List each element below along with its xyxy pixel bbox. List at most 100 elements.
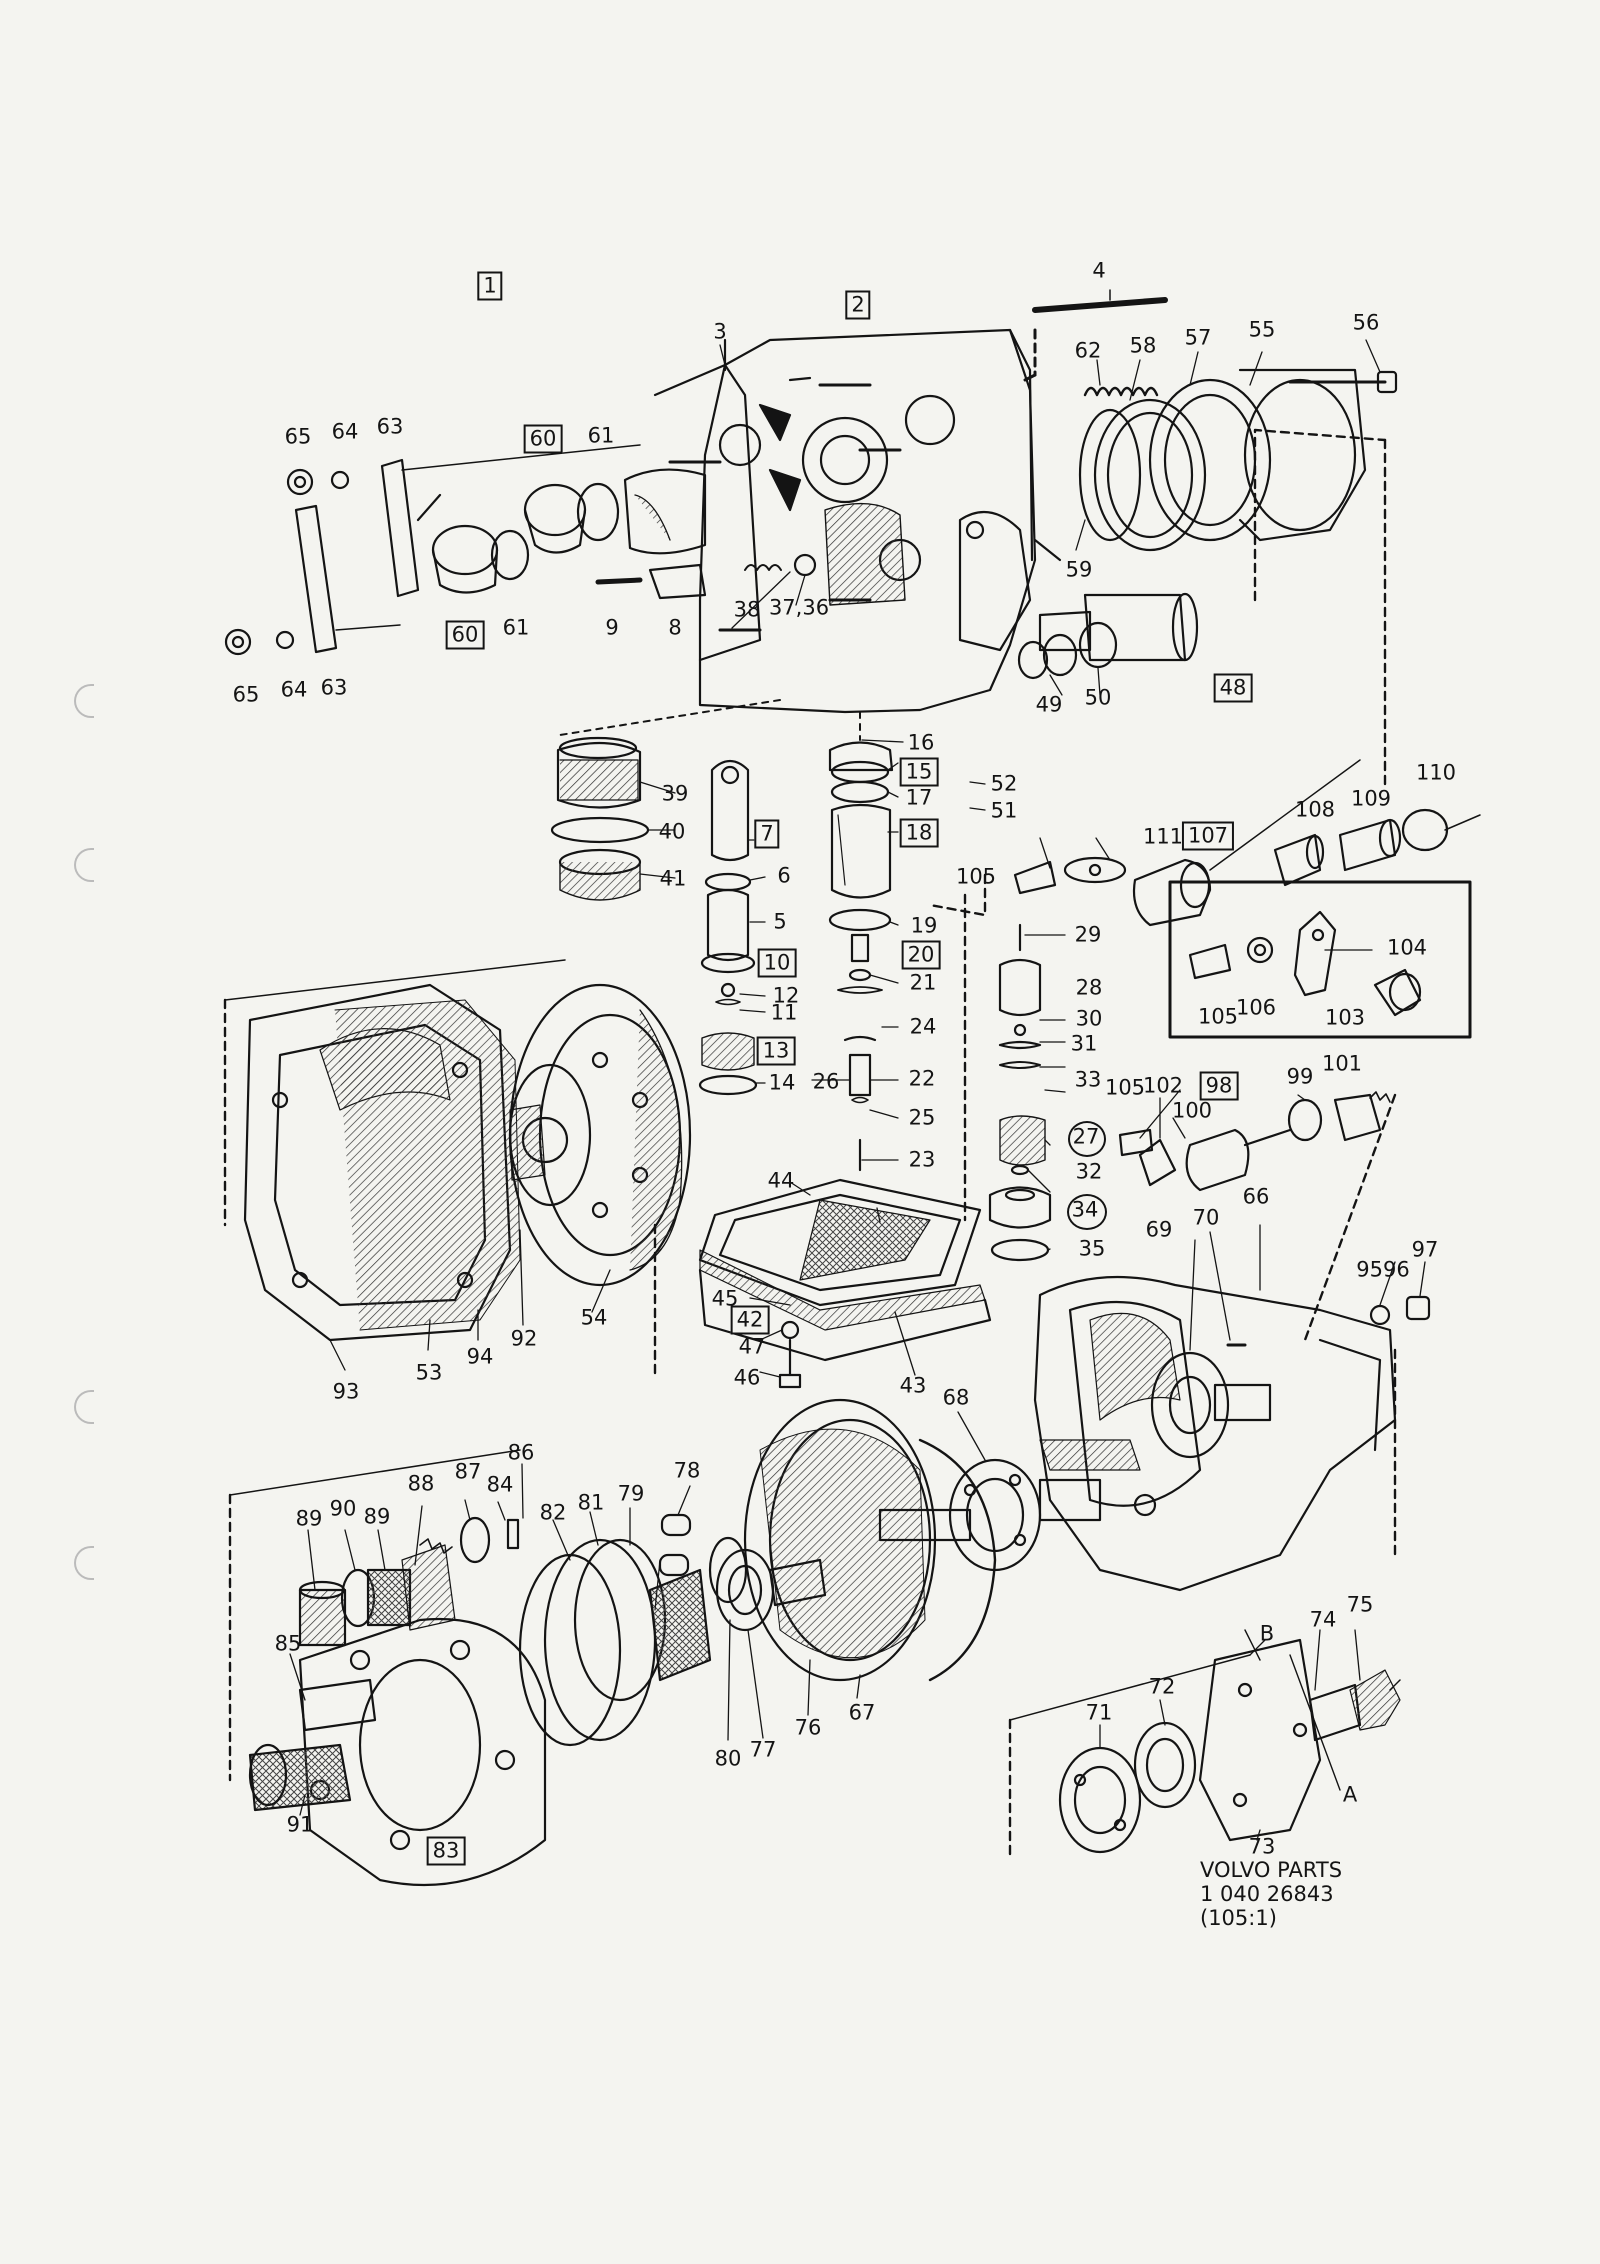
callout-40: 40: [658, 819, 686, 844]
callout-56: 56: [1352, 310, 1380, 335]
callout-12: 12: [772, 983, 800, 1008]
callout-105: 105: [1197, 1004, 1239, 1029]
callout-44: 44: [767, 1168, 795, 1193]
callout-94: 94: [466, 1344, 494, 1369]
callout-43: 43: [899, 1373, 927, 1398]
callout-18: 18: [899, 818, 939, 848]
callout-22: 22: [908, 1066, 936, 1091]
callout-99: 99: [1286, 1064, 1314, 1089]
callout-75: 75: [1346, 1592, 1374, 1617]
callout-63: 63: [376, 414, 404, 439]
callout-14: 14: [768, 1070, 796, 1095]
callout-15: 15: [899, 757, 939, 787]
callout-63: 63: [320, 675, 348, 700]
callout-98: 98: [1199, 1071, 1239, 1101]
callout-61: 61: [587, 423, 615, 448]
callout-60: 60: [523, 424, 563, 454]
callout-86: 86: [507, 1440, 535, 1465]
callout-31: 31: [1070, 1031, 1098, 1056]
callout-67: 67: [848, 1700, 876, 1725]
callout-89: 89: [295, 1506, 323, 1531]
callout-65: 65: [232, 682, 260, 707]
callout-60: 60: [445, 620, 485, 650]
callout-69: 69: [1145, 1217, 1173, 1242]
callout-87: 87: [454, 1459, 482, 1484]
callout-90: 90: [329, 1496, 357, 1521]
callout-103: 103: [1324, 1005, 1366, 1030]
callout-32: 32: [1075, 1159, 1103, 1184]
callout-50: 50: [1084, 685, 1112, 710]
callout-65: 65: [284, 424, 312, 449]
callout-19: 19: [910, 913, 938, 938]
callout-97: 97: [1411, 1237, 1439, 1262]
callout-80: 80: [714, 1746, 742, 1771]
parts-reference-block: VOLVO PARTS 1 040 26843 (105:1): [1200, 1858, 1342, 1930]
callout-B: B: [1259, 1621, 1275, 1646]
callout-38: 38: [733, 597, 761, 622]
callout-30: 30: [1075, 1006, 1103, 1031]
callout-42: 42: [730, 1305, 770, 1335]
callout-66: 66: [1242, 1184, 1270, 1209]
callout-106: 106: [1235, 995, 1277, 1020]
callout-29: 29: [1074, 922, 1102, 947]
callout-13: 13: [756, 1036, 796, 1066]
main-housing: [653, 328, 1062, 714]
callout-105: 105: [955, 864, 997, 889]
callout-58: 58: [1129, 333, 1157, 358]
callout-76: 76: [794, 1715, 822, 1740]
callout-91: 91: [286, 1812, 314, 1837]
reference-line-section: (105:1): [1200, 1906, 1277, 1930]
callout-104: 104: [1386, 935, 1428, 960]
reference-line-brand: VOLVO PARTS: [1200, 1858, 1343, 1882]
callout-85: 85: [274, 1631, 302, 1656]
callout-62: 62: [1074, 338, 1102, 363]
callout-78: 78: [673, 1458, 701, 1483]
callout-10: 10: [757, 948, 797, 978]
callout-8: 8: [668, 615, 682, 640]
callout-81: 81: [577, 1490, 605, 1515]
callout-53: 53: [415, 1360, 443, 1385]
reference-line-number: 1 040 26843: [1200, 1882, 1334, 1906]
callout-20: 20: [901, 940, 941, 970]
callout-83: 83: [426, 1836, 466, 1866]
callout-111: 111: [1142, 824, 1184, 849]
callout-26: 26: [812, 1069, 840, 1094]
callout-2: 2: [845, 290, 871, 320]
callout-64: 64: [280, 677, 308, 702]
callout-7: 7: [754, 819, 780, 849]
callout-59: 59: [1065, 557, 1093, 582]
callout-88: 88: [407, 1471, 435, 1496]
callout-48: 48: [1213, 673, 1253, 703]
callout-102: 102: [1142, 1073, 1184, 1098]
callout-70: 70: [1192, 1205, 1220, 1230]
callout-5: 5: [773, 909, 787, 934]
callout-21: 21: [909, 970, 937, 995]
callout-9: 9: [605, 615, 619, 640]
callout-61: 61: [502, 615, 530, 640]
callout-68: 68: [942, 1385, 970, 1410]
callout-74: 74: [1309, 1607, 1337, 1632]
callout-105: 105: [1104, 1075, 1146, 1100]
callout-55: 55: [1248, 317, 1276, 342]
callout-92: 92: [510, 1326, 538, 1351]
callout-28: 28: [1075, 975, 1103, 1000]
callout-24: 24: [909, 1014, 937, 1039]
callout-6: 6: [777, 863, 791, 888]
callout-35: 35: [1078, 1236, 1106, 1261]
callout-1: 1: [477, 271, 503, 301]
callout-34-ring: [1067, 1194, 1107, 1230]
callout-11: 11: [770, 1000, 798, 1025]
callout-33: 33: [1074, 1067, 1102, 1092]
callout-73: 73: [1248, 1834, 1276, 1859]
callout-108: 108: [1294, 797, 1336, 822]
callout-49: 49: [1035, 692, 1063, 717]
callout-72: 72: [1148, 1674, 1176, 1699]
callout-110: 110: [1415, 760, 1457, 785]
callout-57: 57: [1184, 325, 1212, 350]
callout-25: 25: [908, 1105, 936, 1130]
callout-39: 39: [661, 781, 689, 806]
callout-37-36: 37,36: [768, 595, 830, 620]
callout-64: 64: [331, 419, 359, 444]
